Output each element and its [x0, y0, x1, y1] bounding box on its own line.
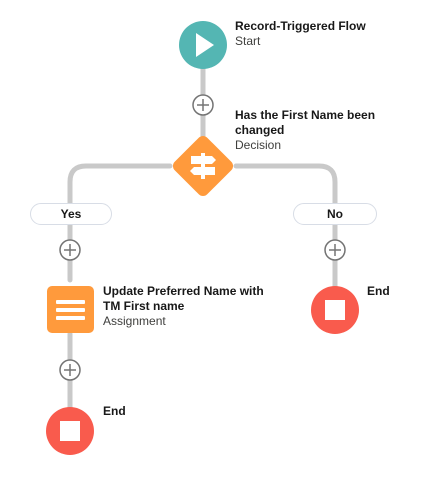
add-button-no-branch[interactable] [324, 239, 346, 261]
play-icon [196, 33, 214, 57]
end-node-no[interactable] [311, 286, 359, 334]
stop-icon [325, 300, 345, 320]
connector-decision-no [233, 163, 338, 291]
assignment-subtitle: Assignment [103, 314, 166, 328]
decision-title-line1: Has the First Name been [235, 108, 376, 122]
assignment-title-line2: TM First name [103, 299, 185, 313]
start-title: Record-Triggered Flow [235, 19, 366, 33]
decision-subtitle: Decision [235, 138, 282, 152]
add-button-after-assignment[interactable] [59, 359, 81, 381]
branch-label-no[interactable]: No [293, 203, 377, 225]
add-button-after-start[interactable] [192, 94, 214, 116]
end-yes-title: End [103, 404, 126, 418]
signpost-icon [190, 153, 216, 179]
assignment-label: Update Preferred Name with TM First name… [103, 284, 264, 329]
assignment-node[interactable] [47, 286, 94, 333]
end-no-title: End [367, 284, 390, 298]
start-subtitle: Start [235, 34, 261, 48]
branch-label-yes[interactable]: Yes [30, 203, 112, 225]
end-yes-label: End [103, 404, 126, 419]
start-label: Record-Triggered Flow Start [235, 19, 366, 49]
start-node[interactable] [179, 21, 227, 69]
assignment-icon [56, 300, 85, 320]
add-button-yes-branch[interactable] [59, 239, 81, 261]
decision-title-line2: changed [235, 123, 285, 137]
end-no-label: End [367, 284, 390, 299]
connector-decision-yes [67, 163, 173, 283]
decision-node[interactable] [170, 133, 235, 198]
assignment-title-line1: Update Preferred Name with [103, 284, 264, 298]
decision-label: Has the First Name been changed Decision [235, 108, 375, 153]
end-node-yes[interactable] [46, 407, 94, 455]
stop-icon [60, 421, 80, 441]
